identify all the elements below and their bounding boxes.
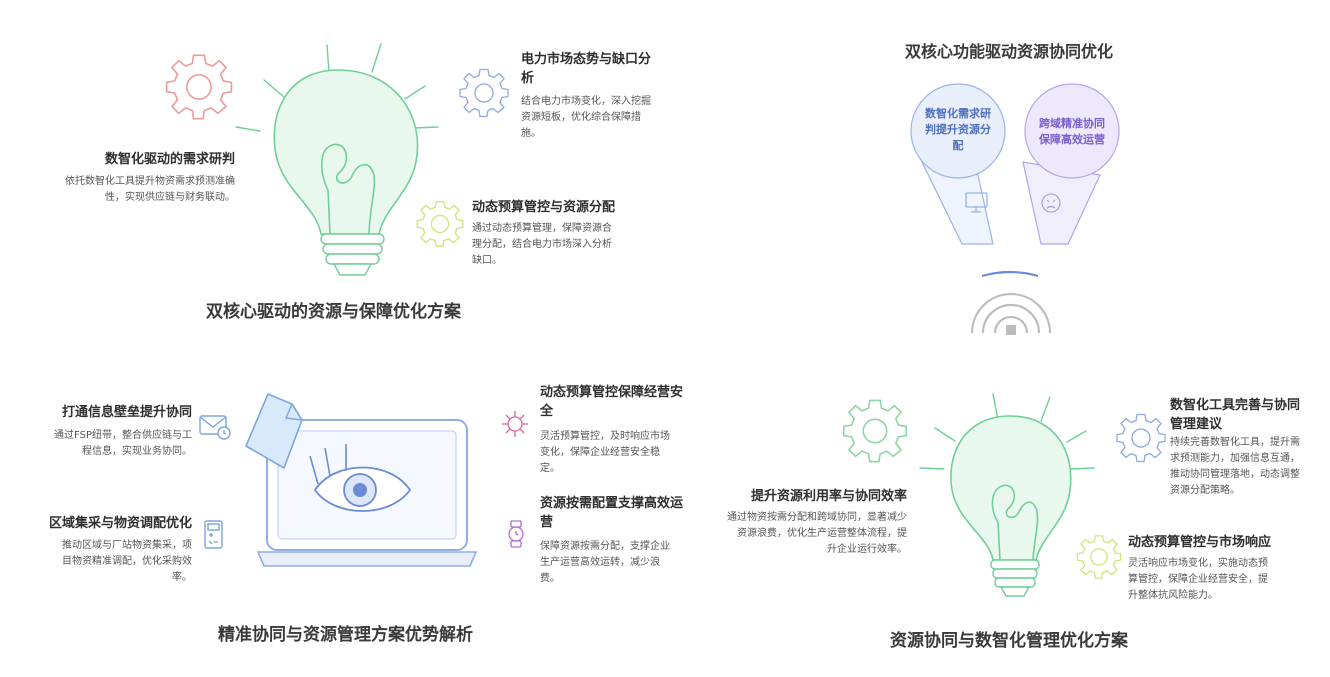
d1-item3-desc: 通过动态预算管理，保障资源合 理分配，结合电力市场深入分析 缺口。 — [472, 221, 642, 269]
desc-line: 保障资源按需分配，支撑企业 — [540, 541, 670, 552]
desc-line: 资源分配策略。 — [1170, 485, 1240, 496]
heading-line: 管理建议 — [1170, 417, 1223, 432]
d3-item3-desc: 灵活预算管控，及时响应市场 变化，保障企业经营安全稳 定。 — [540, 429, 705, 477]
watch-icon — [508, 520, 524, 548]
heading-line: 电力市场态势与缺口分 — [521, 52, 652, 67]
gear-icon-yellow-2 — [1076, 535, 1122, 579]
desc-line: 升整体抗风险能力。 — [1128, 590, 1218, 601]
d3-item1-desc: 通过FSP纽带，整合供应链与工 程信息，实现业务协同。 — [20, 428, 192, 460]
gear-icon-blue — [459, 68, 509, 118]
d3-item4-desc: 保障资源按需分配，支撑企业 生产运营高效运转，减少浪 费。 — [540, 539, 705, 587]
heading-line: 资源按需配置支撑高效运 — [540, 496, 684, 511]
desc-line: 升企业运行效率。 — [827, 544, 907, 555]
desc-line: 灵活响应市场变化，实施动态预 — [1128, 558, 1268, 569]
desc-line: 目物资精准调配，优化采购效 — [62, 556, 192, 567]
heading-line: 全 — [540, 404, 554, 419]
desc-line: 通过物资按需分配和跨域协同，显著减少 — [727, 512, 907, 523]
d3-item4-heading: 资源按需配置支撑高效运 营 — [540, 494, 705, 532]
calculator-icon — [204, 520, 223, 549]
desc-line: 通过动态预算管理，保障资源合 — [472, 223, 612, 234]
d2-panel2-label: 跨域精准协同 保障高效运营 — [1032, 116, 1112, 148]
d4-item1-desc: 持续完善数智化工具，提升需 求预测能力，加强信息互通， 推动协同管理落地，动态调… — [1170, 435, 1325, 499]
desc-line: 推动协同管理落地，动态调整 — [1170, 469, 1300, 480]
desc-line: 缺口。 — [472, 255, 502, 266]
panel-left — [910, 83, 1006, 245]
desc-line: 资源浪费，优化生产运营整体流程，提 — [737, 528, 907, 539]
panel-right — [1022, 83, 1120, 245]
d4-item3-desc: 灵活响应市场变化，实施动态预 算管控，保障企业经营安全，提 升整体抗风险能力。 — [1128, 556, 1308, 604]
desc-line: 资源短板，优化综合保障措 — [521, 112, 641, 123]
desc-line: 通过FSP纽带，整合供应链与工 — [54, 430, 192, 441]
heading-line: 营 — [540, 515, 554, 530]
gear-icon-blue-2 — [1116, 413, 1166, 463]
d1-item3-heading: 动态预算管控与资源分配 — [472, 200, 616, 215]
signal-icon — [970, 270, 1052, 335]
d3-item3-heading: 动态预算管控保障经营安 全 — [540, 383, 705, 421]
gear-icon-green — [843, 399, 907, 463]
desc-line: 灵活预算管控，及时响应市场 — [540, 431, 670, 442]
d3-item1-heading: 打通信息壁垒提升协同 — [61, 405, 192, 420]
d4-item1-heading: 数智化工具完善与协同 管理建议 — [1170, 396, 1320, 434]
heading-line: 析 — [521, 71, 535, 86]
heading-line: 数智化工具完善与协同 — [1170, 398, 1301, 413]
eye-icon — [309, 444, 412, 512]
d3-title: 精准协同与资源管理方案优势解析 — [218, 625, 473, 645]
document-icon — [244, 392, 303, 470]
d2-panel1-label: 数智化需求研 判提升资源分 配 — [918, 106, 998, 154]
d1-item1-heading: 数智化驱动的需求研判 — [104, 152, 235, 167]
gear-icon-red — [165, 54, 233, 120]
bulb-icon-2 — [919, 393, 1095, 597]
desc-line: 理分配，结合电力市场深入分析 — [472, 239, 612, 250]
d3-item2-heading: 区域集采与物资调配优化 — [48, 516, 192, 531]
desc-line: 变化，保障企业经营安全稳 — [540, 447, 660, 458]
desc-line: 持续完善数智化工具，提升需 — [1170, 437, 1300, 448]
label-line: 配 — [952, 139, 964, 152]
mail-clock-icon — [199, 415, 231, 440]
label-line: 跨域精准协同 — [1039, 117, 1105, 130]
d4-item2-heading: 提升资源利用率与协同效率 — [750, 489, 907, 504]
heading-line: 动态预算管控保障经营安 — [540, 385, 684, 400]
label-line: 保障高效运营 — [1039, 133, 1105, 146]
desc-line: 定。 — [540, 463, 560, 474]
label-line: 判提升资源分 — [925, 123, 991, 136]
d4-item3-heading: 动态预算管控与市场响应 — [1128, 535, 1272, 550]
d4-item2-desc: 通过物资按需分配和跨域协同，显著减少 资源浪费，优化生产运营整体流程，提 升企业… — [700, 510, 907, 558]
desc-line: 生产运营高效运转，减少浪 — [540, 557, 660, 568]
d4-title: 资源协同与数智化管理优化方案 — [890, 631, 1128, 651]
d2-title: 双核心功能驱动资源协同优化 — [905, 42, 1114, 61]
desc-line: 程信息，实现业务协同。 — [82, 446, 192, 457]
desc-line: 性，实现供应链与财务联动。 — [105, 192, 235, 203]
desc-line: 依托数智化工具提升物资需求预测准确 — [65, 176, 235, 187]
d1-item2-heading: 电力市场态势与缺口分 析 — [521, 50, 681, 88]
face-icon — [1041, 193, 1061, 213]
label-line: 数智化需求研 — [925, 107, 991, 120]
d1-item1-desc: 依托数智化工具提升物资需求预测准确 性，实现供应链与财务联动。 — [30, 174, 235, 206]
d3-item2-desc: 推动区域与厂站物资集采，项 目物资精准调配，优化采购效 率。 — [22, 538, 192, 586]
bulb-icon-1 — [235, 43, 439, 276]
desc-line: 率。 — [172, 572, 192, 583]
d1-title: 双核心驱动的资源与保障优化方案 — [206, 302, 461, 322]
desc-line: 费。 — [540, 573, 560, 584]
virus-icon — [502, 411, 528, 437]
desc-line: 施。 — [521, 128, 541, 139]
desc-line: 推动区域与厂站物资集采，项 — [62, 540, 192, 551]
gear-icon-yellow — [416, 201, 464, 247]
desc-line: 求预测能力，加强信息互通， — [1170, 453, 1300, 464]
d1-item2-desc: 结合电力市场变化，深入挖掘 资源短板，优化综合保障措 施。 — [521, 94, 681, 142]
desc-line: 算管控，保障企业经营安全，提 — [1128, 574, 1268, 585]
monitor-icon — [965, 192, 988, 213]
desc-line: 结合电力市场变化，深入挖掘 — [521, 96, 651, 107]
